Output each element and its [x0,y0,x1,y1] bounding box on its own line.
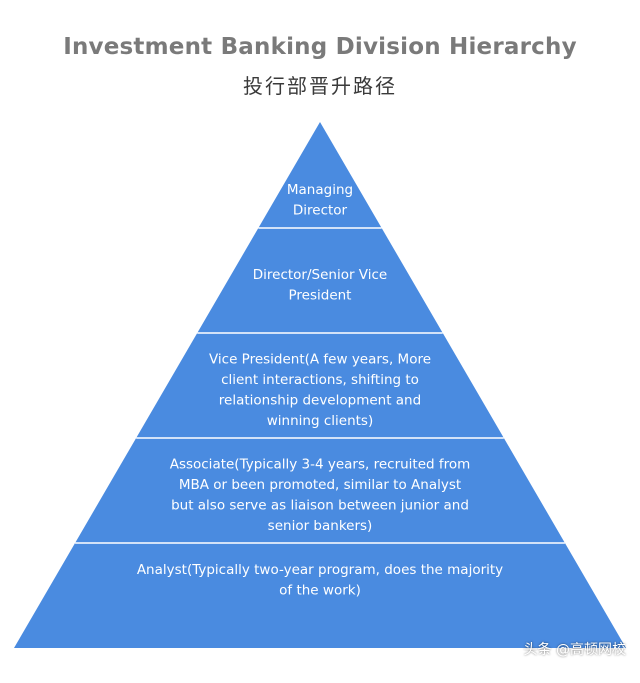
level-label-line: Vice President(A few years, More [209,351,431,367]
level-label-line: Director/Senior Vice [253,267,387,283]
level-label-line: but also serve as liaison between junior… [171,497,469,513]
level-label-line: Associate(Typically 3-4 years, recruited… [170,456,471,472]
level-label-line: MBA or been promoted, similar to Analyst [179,477,461,493]
diagram-title: Investment Banking Division Hierarchy [63,34,577,60]
pyramid-level-4: Associate(Typically 3-4 years, recruited… [170,456,471,534]
level-label-line: President [289,287,352,303]
pyramid-shape [14,122,626,648]
level-label-line: client interactions, shifting to [221,372,419,388]
level-label-line: relationship development and [219,392,421,408]
level-label-line: Analyst(Typically two-year program, does… [137,562,503,578]
level-label-line: Director [293,202,348,218]
level-label-line: of the work) [279,582,361,598]
pyramid-level-3: Vice President(A few years, More client i… [209,351,431,429]
level-label-line: senior bankers) [268,518,373,534]
diagram-subtitle: 投行部晋升路径 [243,74,397,98]
level-label-line: Managing [287,182,353,198]
watermark-text: 头条 @高顿网校 [523,642,626,658]
pyramid-level-5: Analyst(Typically two-year program, does… [137,562,503,599]
level-label-line: winning clients) [267,413,373,429]
